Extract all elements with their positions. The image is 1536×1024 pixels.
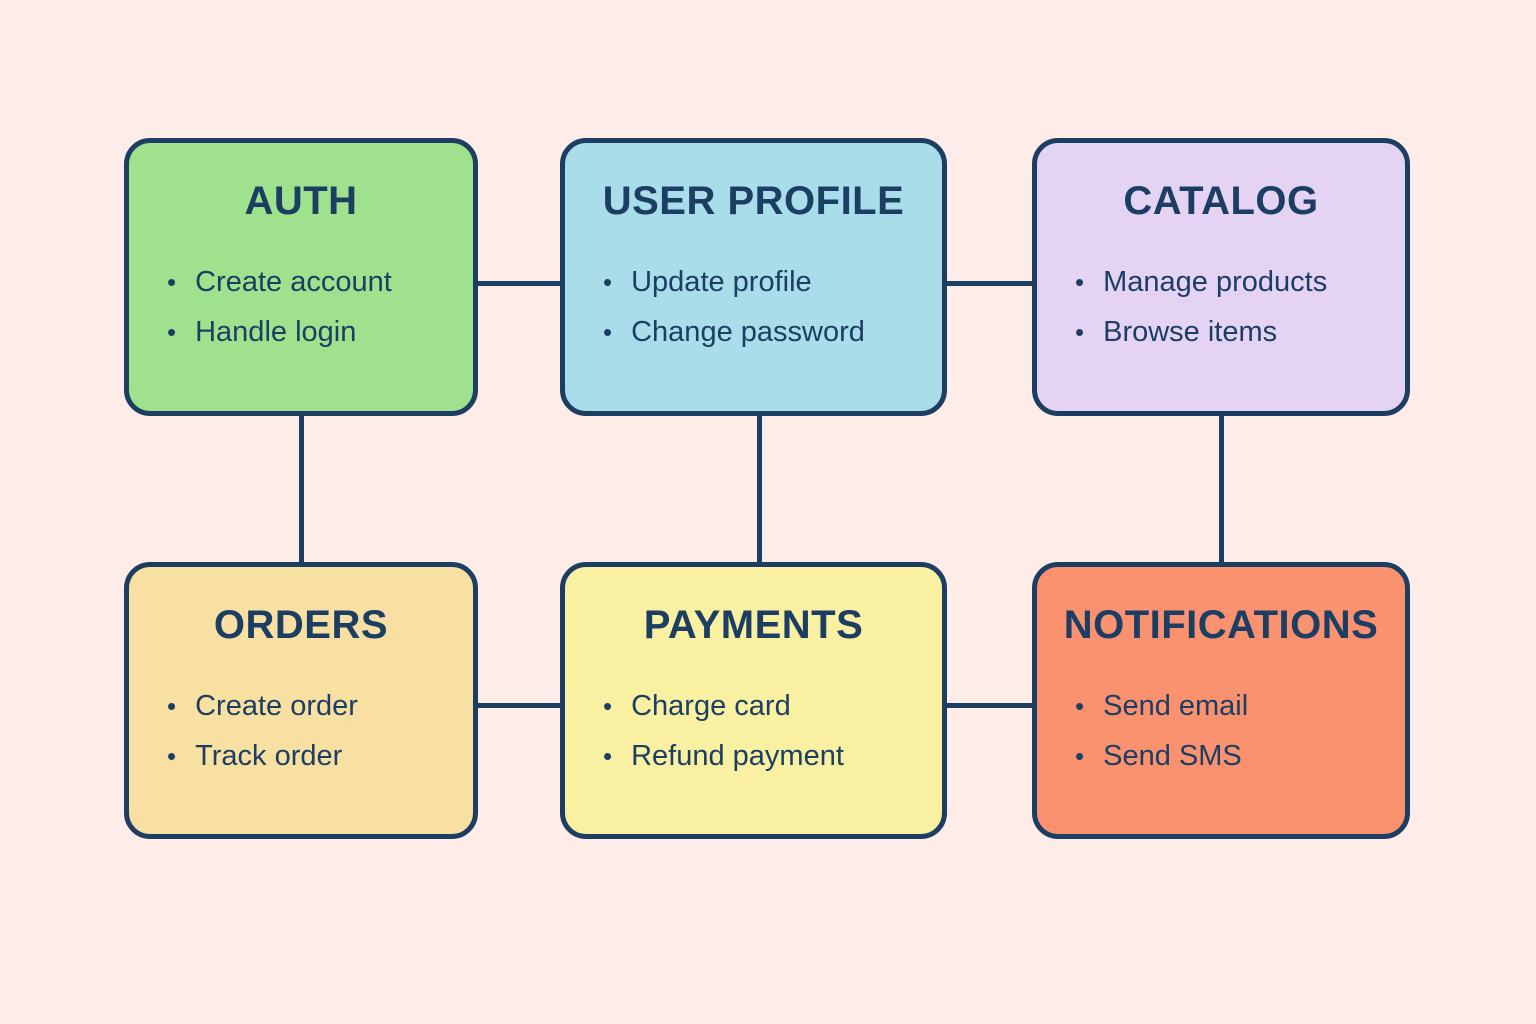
list-item: • Update profile	[603, 257, 942, 307]
list-item-label: Browse items	[1103, 316, 1278, 348]
node-title: AUTH	[244, 179, 358, 223]
node-item-list: • Send email • Send SMS	[1037, 681, 1405, 781]
node-title: PAYMENTS	[643, 603, 864, 647]
list-item-label: Charge card	[631, 690, 791, 722]
bullet-icon: •	[167, 741, 177, 771]
edge-payments-to-notifications	[947, 703, 1032, 708]
list-item: • Change password	[603, 307, 942, 357]
list-item: • Charge card	[603, 681, 942, 731]
bullet-icon: •	[167, 317, 177, 347]
bullet-icon: •	[603, 741, 613, 771]
node-notifications: NOTIFICATIONS • Send email • Send SMS	[1032, 562, 1410, 839]
list-item-label: Handle login	[195, 316, 357, 348]
bullet-icon: •	[167, 691, 177, 721]
list-item-label: Send email	[1103, 690, 1249, 722]
bullet-icon: •	[603, 317, 613, 347]
node-title: NOTIFICATIONS	[1063, 603, 1379, 647]
node-item-list: • Create account • Handle login	[129, 257, 473, 357]
list-item: • Send SMS	[1075, 731, 1405, 781]
list-item-label: Create account	[195, 266, 392, 298]
bullet-icon: •	[167, 267, 177, 297]
list-item: • Track order	[167, 731, 473, 781]
list-item: • Refund payment	[603, 731, 942, 781]
list-item-label: Send SMS	[1103, 740, 1242, 772]
node-item-list: • Update profile • Change password	[565, 257, 942, 357]
edge-auth-to-orders	[299, 416, 304, 562]
list-item: • Create order	[167, 681, 473, 731]
list-item: • Manage products	[1075, 257, 1405, 307]
node-item-list: • Charge card • Refund payment	[565, 681, 942, 781]
edge-catalog-to-notifications	[1219, 416, 1224, 562]
node-catalog: CATALOG • Manage products • Browse items	[1032, 138, 1410, 416]
node-item-list: • Manage products • Browse items	[1037, 257, 1405, 357]
list-item-label: Manage products	[1103, 266, 1328, 298]
list-item-label: Refund payment	[631, 740, 844, 772]
bullet-icon: •	[603, 691, 613, 721]
list-item: • Create account	[167, 257, 473, 307]
list-item-label: Update profile	[631, 266, 812, 298]
edge-orders-to-payments	[478, 703, 560, 708]
node-title: ORDERS	[213, 603, 389, 647]
node-title: CATALOG	[1123, 179, 1319, 223]
node-payments: PAYMENTS • Charge card • Refund payment	[560, 562, 947, 839]
edge-user-profile-to-catalog	[947, 281, 1032, 286]
node-item-list: • Create order • Track order	[129, 681, 473, 781]
list-item: • Browse items	[1075, 307, 1405, 357]
node-title: USER PROFILE	[602, 179, 905, 223]
bullet-icon: •	[603, 267, 613, 297]
list-item-label: Track order	[195, 740, 343, 772]
edge-user-profile-to-payments	[757, 416, 762, 562]
bullet-icon: •	[1075, 267, 1085, 297]
list-item: • Handle login	[167, 307, 473, 357]
bullet-icon: •	[1075, 691, 1085, 721]
bullet-icon: •	[1075, 317, 1085, 347]
node-auth: AUTH • Create account • Handle login	[124, 138, 478, 416]
edge-auth-to-user-profile	[478, 281, 560, 286]
list-item-label: Change password	[631, 316, 865, 348]
list-item-label: Create order	[195, 690, 358, 722]
list-item: • Send email	[1075, 681, 1405, 731]
node-user-profile: USER PROFILE • Update profile • Change p…	[560, 138, 947, 416]
node-orders: ORDERS • Create order • Track order	[124, 562, 478, 839]
bullet-icon: •	[1075, 741, 1085, 771]
